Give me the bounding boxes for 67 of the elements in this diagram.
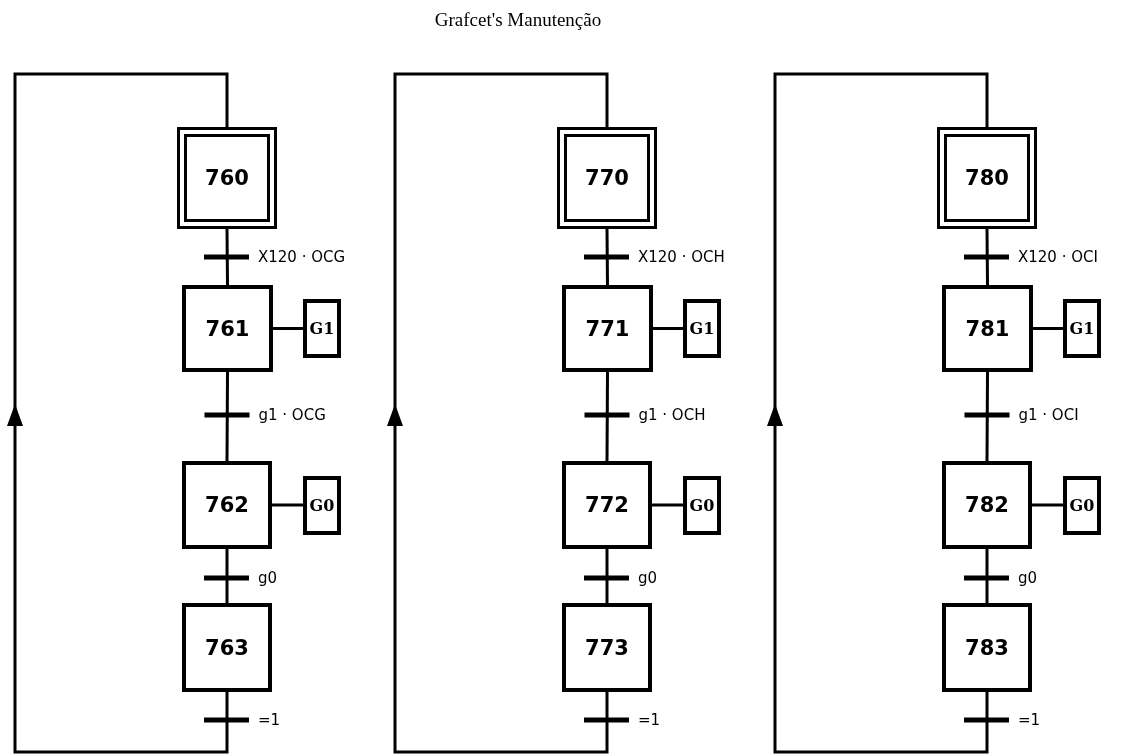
action-name: G0 xyxy=(1069,495,1095,515)
transition-condition: =1 xyxy=(1018,711,1041,729)
step-link xyxy=(605,549,609,603)
initial-step-box xyxy=(177,127,277,229)
initial-step-box xyxy=(937,127,1037,229)
action-name: G1 xyxy=(1069,319,1095,338)
action-link xyxy=(272,503,303,507)
action-name: G1 xyxy=(309,319,335,338)
step-box xyxy=(562,603,652,692)
transition-condition: X120 · OCH xyxy=(638,248,725,266)
action-box xyxy=(1063,299,1101,358)
step-box xyxy=(562,461,652,549)
step-number: 781 xyxy=(965,316,1010,341)
initial-step-box xyxy=(557,127,657,229)
step-number: 782 xyxy=(965,493,1009,517)
action-link xyxy=(652,503,683,507)
step-number: 762 xyxy=(205,493,249,517)
step-link xyxy=(605,229,609,285)
step-box xyxy=(182,461,272,549)
step-number: 771 xyxy=(585,316,630,341)
step-box xyxy=(942,285,1033,372)
diagram-title: Grafcet's Manutenção xyxy=(434,9,602,30)
action-link xyxy=(1033,327,1063,330)
step-link xyxy=(985,372,989,461)
step-number: 780 xyxy=(965,166,1009,190)
transition-condition: =1 xyxy=(638,711,661,729)
step-box xyxy=(942,461,1032,549)
transition-condition: X120 · OCG xyxy=(258,248,346,266)
return-arrow xyxy=(387,72,609,754)
step-number: 773 xyxy=(585,635,629,660)
transition-condition: g0 xyxy=(1018,569,1038,587)
transition-condition: g1 · OCI xyxy=(1018,406,1079,424)
transition-condition: =1 xyxy=(258,711,281,729)
action-box xyxy=(303,299,341,358)
transition-condition: g1 · OCG xyxy=(258,406,326,424)
step-box xyxy=(182,603,272,692)
transition-condition: g0 xyxy=(258,569,278,587)
step-number: 783 xyxy=(965,635,1009,660)
transition-condition: g0 xyxy=(638,569,658,587)
step-number: 761 xyxy=(205,316,250,341)
step-link xyxy=(605,372,609,461)
step-box xyxy=(182,285,273,372)
action-box xyxy=(303,475,341,535)
action-name: G0 xyxy=(309,495,335,515)
action-box xyxy=(683,475,721,535)
step-box xyxy=(942,603,1032,692)
return-arrow xyxy=(767,72,989,754)
step-link xyxy=(985,549,989,603)
step-link xyxy=(985,229,989,285)
action-name: G0 xyxy=(689,495,715,515)
return-arrow xyxy=(7,72,229,754)
action-box xyxy=(1063,475,1101,535)
step-box xyxy=(562,285,653,372)
step-link xyxy=(225,549,229,603)
transition-condition: X120 · OCI xyxy=(1018,248,1098,266)
step-number: 760 xyxy=(205,166,249,190)
step-link xyxy=(225,229,229,285)
action-box xyxy=(683,299,721,358)
action-link xyxy=(653,327,683,330)
transition-condition: g1 · OCH xyxy=(638,406,706,424)
step-number: 772 xyxy=(585,493,629,517)
step-number: 770 xyxy=(585,166,629,190)
step-link xyxy=(225,372,229,461)
step-number: 763 xyxy=(205,635,249,660)
action-link xyxy=(1032,503,1063,507)
action-link xyxy=(273,327,303,330)
action-name: G1 xyxy=(689,319,715,338)
